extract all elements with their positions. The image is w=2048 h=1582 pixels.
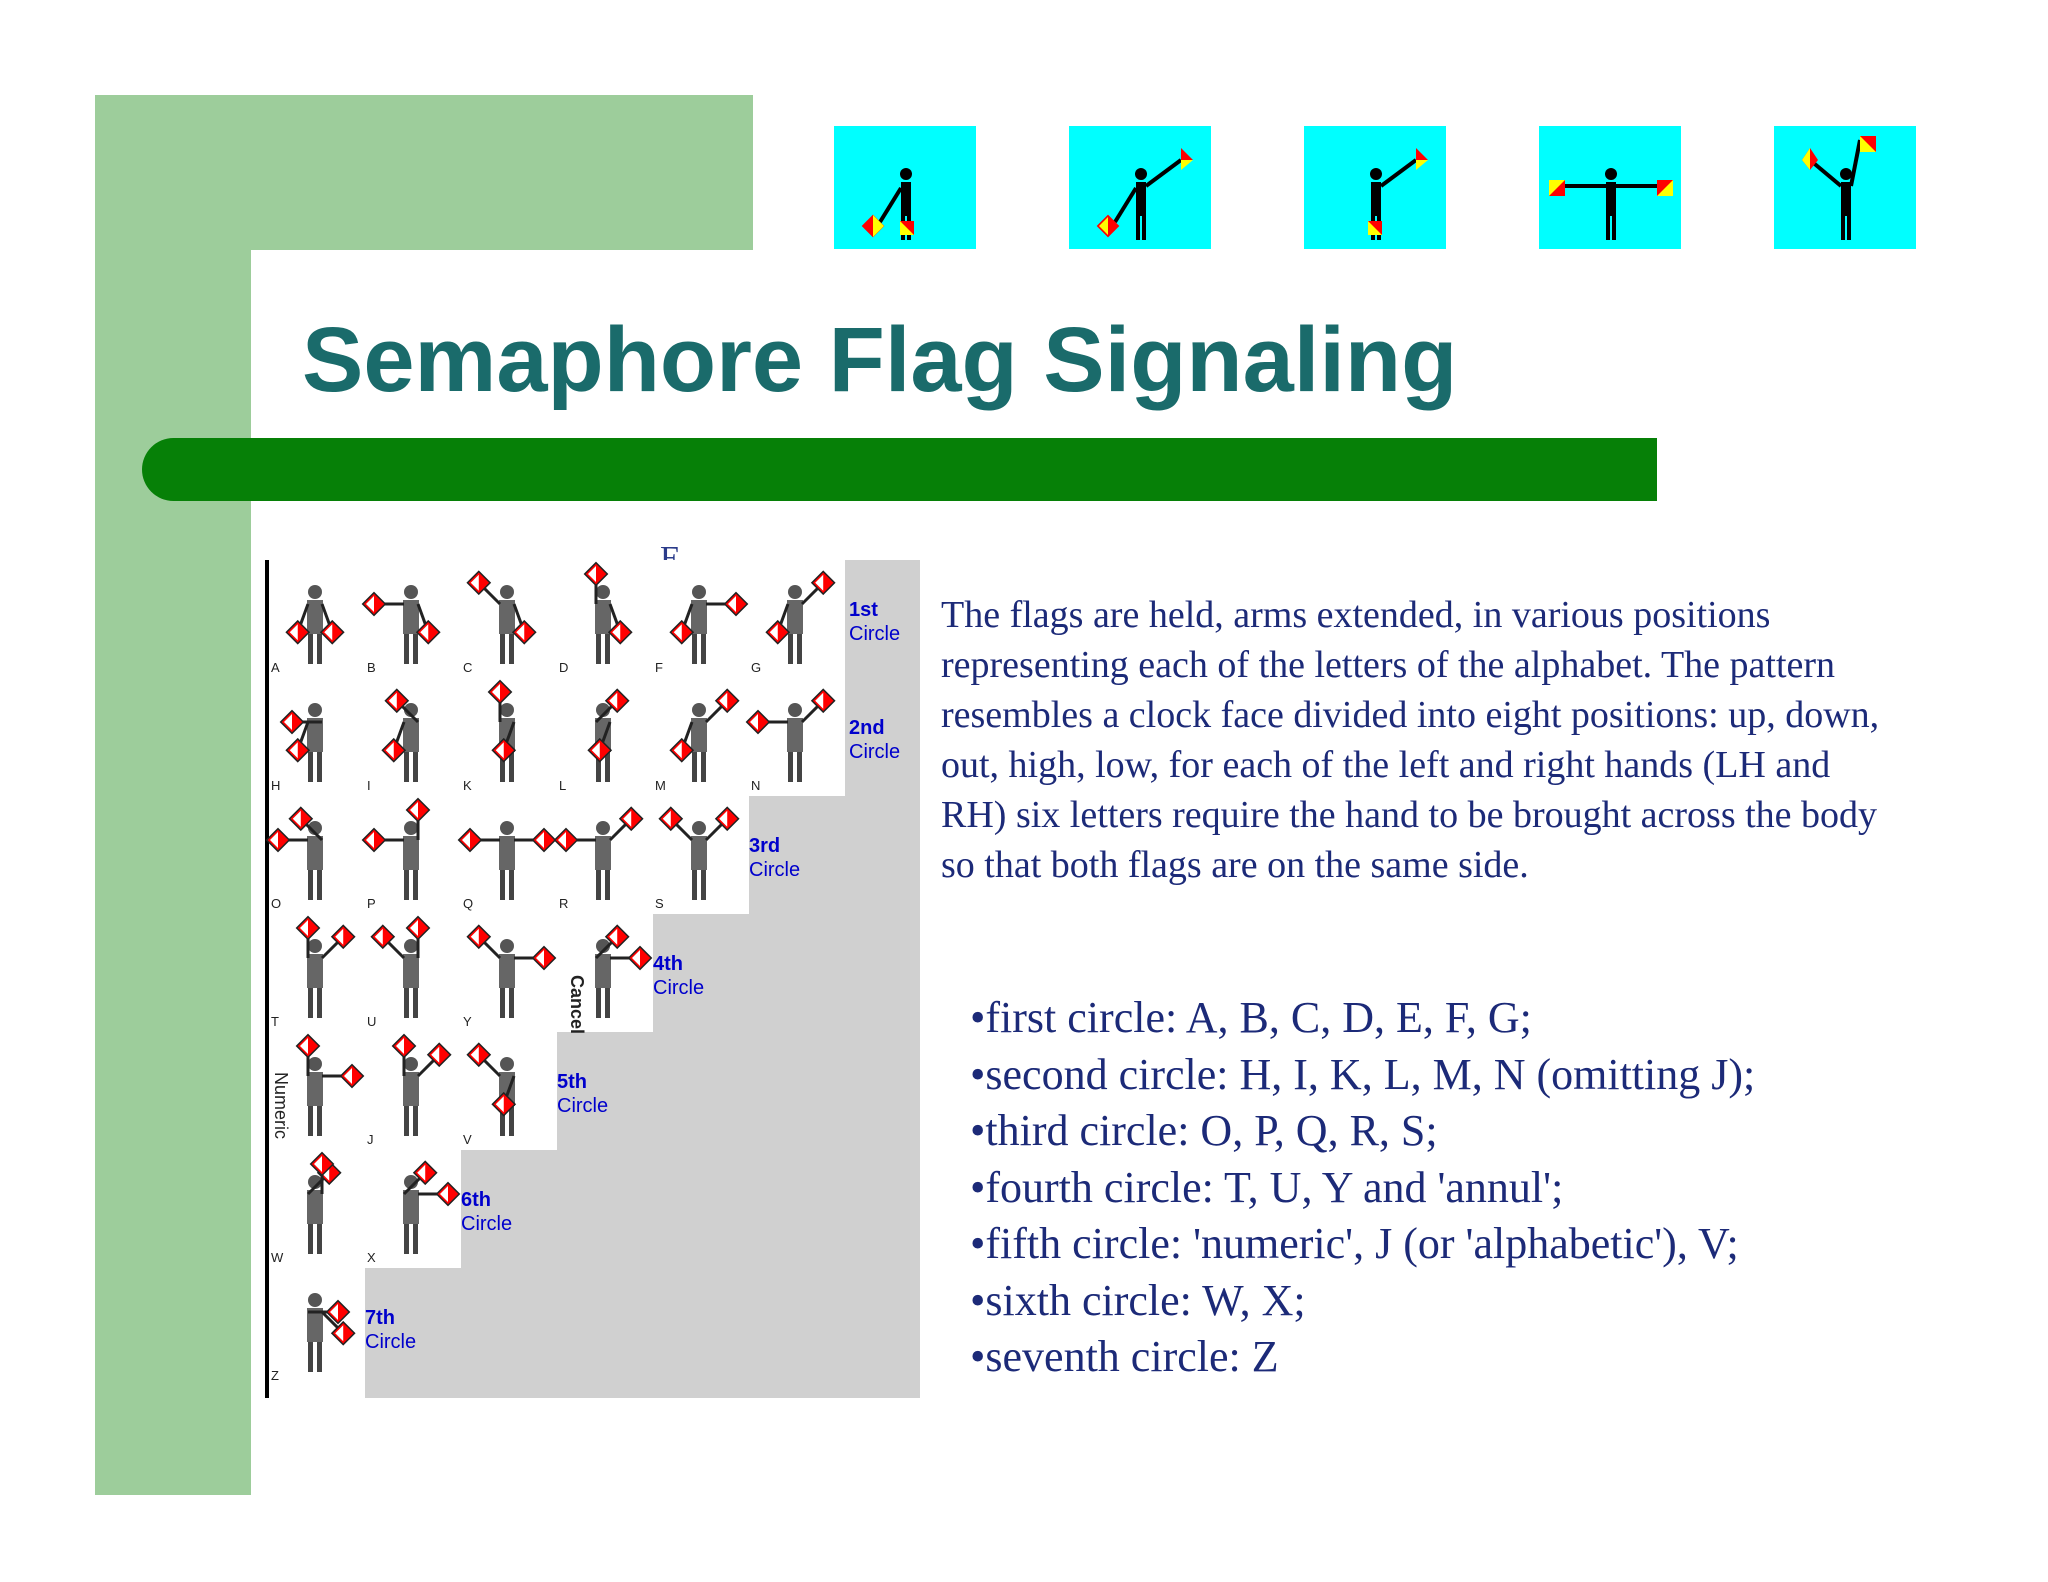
- chart-letter-label: W: [271, 1250, 284, 1265]
- chart-letter-label: P: [367, 896, 376, 911]
- semaphore-figure: [466, 570, 537, 664]
- semaphore-figure: [553, 806, 644, 900]
- chart-letter-label: O: [271, 896, 281, 911]
- semaphore-figure: [466, 924, 557, 1018]
- semaphore-figure-icon-4: [1539, 126, 1681, 249]
- semaphore-figure-icon-5: [1774, 126, 1916, 249]
- chart-letter-label: J: [367, 1132, 374, 1147]
- circle-label: Circle: [653, 977, 704, 999]
- chart-letter-label: Y: [463, 1014, 472, 1029]
- circle-label: Circle: [461, 1213, 512, 1235]
- semaphore-figure: [370, 915, 431, 1018]
- chart-letter-label: N: [751, 778, 760, 793]
- circle-label: Circle: [365, 1331, 416, 1353]
- circle-label: 1st: [849, 599, 878, 621]
- chart-letter-label: L: [559, 778, 566, 793]
- semaphore-figure: [295, 1033, 365, 1136]
- semaphore-figure: [594, 924, 653, 1018]
- semaphore-figure: [658, 806, 740, 900]
- semaphore-figure-icon-2: [1069, 126, 1211, 249]
- circle-label: 7th: [365, 1307, 395, 1329]
- circle-list-item: •fifth circle: 'numeric', J (or 'alphabe…: [970, 1219, 1739, 1268]
- semaphore-figure: [765, 570, 836, 664]
- semaphore-figure: [265, 806, 324, 900]
- semaphore-figure: [457, 821, 557, 900]
- semaphore-figure: [285, 585, 345, 664]
- circle-label: 5th: [557, 1071, 587, 1093]
- chart-letter-label: Z: [271, 1368, 279, 1383]
- chart-letter-label: H: [271, 778, 280, 793]
- semaphore-figure: [583, 561, 633, 664]
- circle-list: •first circle: A, B, C, D, E, F, G; •sec…: [970, 990, 1755, 1386]
- chart-letter-label: G: [751, 660, 761, 675]
- chart-letter-label: C: [463, 660, 472, 675]
- chart-letter-label: U: [367, 1014, 376, 1029]
- circle-label: 3rd: [749, 835, 780, 857]
- circle-label: Circle: [849, 623, 900, 645]
- circle-list-item: •first circle: A, B, C, D, E, F, G;: [970, 993, 1532, 1042]
- semaphore-figure-icon-1: [834, 126, 976, 249]
- semaphore-figure: [306, 1151, 342, 1254]
- semaphore-figure: [669, 688, 740, 782]
- header-green-block: [95, 95, 753, 250]
- semaphore-figure: [402, 1160, 461, 1254]
- numeric-label: Numeric: [271, 1072, 291, 1139]
- circle-label: Circle: [557, 1095, 608, 1117]
- semaphore-figure: [381, 688, 420, 782]
- chart-letter-label: B: [367, 660, 376, 675]
- slide-title: Semaphore Flag Signaling: [302, 309, 1458, 411]
- title-underline-bar: [142, 438, 1657, 501]
- semaphore-figure: [669, 585, 749, 664]
- chart-letter-label: S: [655, 896, 664, 911]
- circle-list-item: •seventh circle: Z: [970, 1332, 1279, 1381]
- semaphore-figure: [587, 688, 630, 782]
- chart-letter-label: A: [271, 660, 280, 675]
- semaphore-figure: [487, 679, 517, 782]
- description-paragraph: The flags are held, arms extended, in va…: [941, 594, 1880, 886]
- circle-label: Circle: [849, 741, 900, 763]
- semaphore-figure-icon-3: [1304, 126, 1446, 249]
- semaphore-figure: [391, 1033, 452, 1136]
- circle-label: Circle: [749, 859, 800, 881]
- chart-letter-label: F: [655, 660, 663, 675]
- circle-label: 2nd: [849, 717, 885, 739]
- chart-letter-label: R: [559, 896, 568, 911]
- circle-list-item: •fourth circle: T, U, Y and 'annul';: [970, 1162, 1564, 1212]
- chart-letter-label: K: [463, 778, 472, 793]
- semaphore-figure: [295, 915, 356, 1018]
- chart-letter-label: D: [559, 660, 568, 675]
- cancel-label: Cancel: [567, 975, 587, 1034]
- circle-list-item: •second circle: H, I, K, L, M, N (omitti…: [970, 1049, 1756, 1099]
- chart-letter-label: Q: [463, 896, 473, 911]
- sidebar-green-strip: [95, 95, 251, 1495]
- chart-letter-label: T: [271, 1014, 279, 1029]
- circle-label: 6th: [461, 1189, 491, 1211]
- semaphore-figure: [361, 585, 441, 664]
- circle-list-item: •third circle: O, P, Q, R, S;: [970, 1106, 1438, 1155]
- semaphore-figure: [466, 1042, 517, 1136]
- circle-list-item: •sixth circle: W, X;: [970, 1275, 1306, 1325]
- semaphore-figure: [745, 688, 836, 782]
- chart-letter-label: I: [367, 778, 371, 793]
- semaphore-figure: [279, 703, 323, 782]
- semaphore-figure: [307, 1293, 356, 1372]
- chart-letter-label: X: [367, 1250, 376, 1265]
- chart-letter-label: M: [655, 778, 666, 793]
- circle-label: 4th: [653, 953, 683, 975]
- semaphore-figure: [361, 797, 431, 900]
- chart-letter-label: V: [463, 1132, 472, 1147]
